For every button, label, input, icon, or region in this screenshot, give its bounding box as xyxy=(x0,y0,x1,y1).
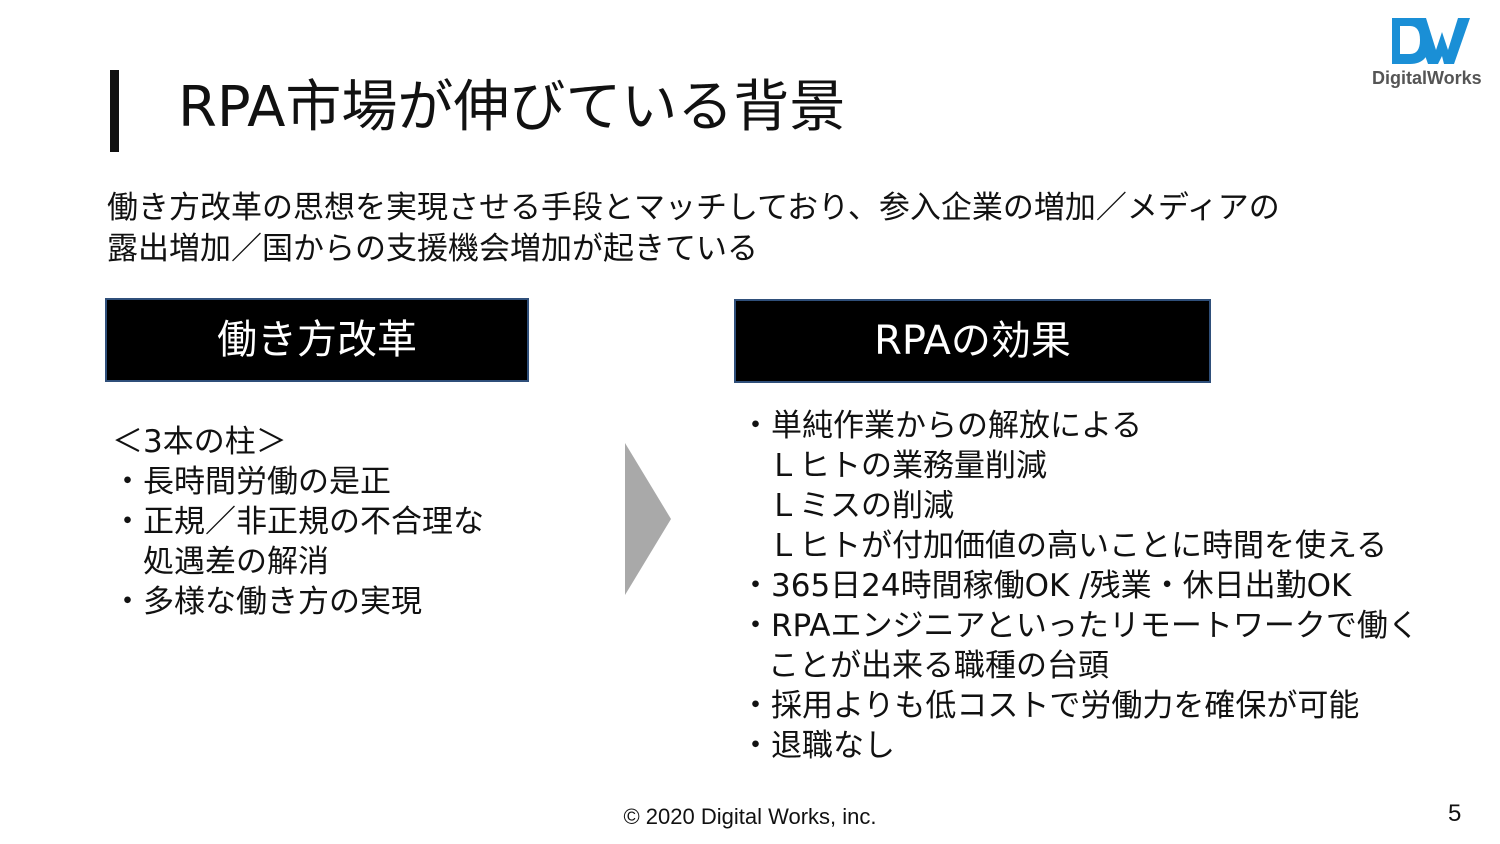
list-subitem: Ｌヒトが付加価値の高いことに時間を使える xyxy=(768,528,1388,564)
company-logo: DigitalWorks xyxy=(1372,16,1490,96)
list-subitem: Ｌヒトの業務量削減 xyxy=(768,448,1047,484)
reform-pillars-list: ＜3本の柱＞ ・長時間労働の是正 ・正規／非正規の不合理な 処遇差の解消 ・多様… xyxy=(112,422,484,622)
list-item: ・多様な働き方の実現 xyxy=(112,584,422,620)
list-item: ・単純作業からの解放による xyxy=(740,408,1143,444)
logo-text: DigitalWorks xyxy=(1372,68,1482,88)
rpa-effects-box: RPAの効果 xyxy=(734,299,1211,383)
subtitle-line: 働き方改革の思想を実現させる手段とマッチしており、参入企業の増加／メディアの xyxy=(107,190,1280,226)
logo-mark-icon xyxy=(1392,18,1470,64)
list-item: ・正規／非正規の不合理な xyxy=(112,504,484,540)
page-number: 5 xyxy=(1448,800,1462,827)
work-style-reform-box: 働き方改革 xyxy=(105,298,529,382)
slide-title: RPA市場が伸びている背景 xyxy=(178,75,846,140)
list-item: ・退職なし xyxy=(740,728,895,764)
subtitle-line: 露出増加／国からの支援機会増加が起きている xyxy=(107,231,758,267)
subtitle: 働き方改革の思想を実現させる手段とマッチしており、参入企業の増加／メディアの 露… xyxy=(107,188,1427,270)
list-item-continuation: ことが出来る職種の台頭 xyxy=(768,648,1109,684)
list-item: 処遇差の解消 xyxy=(112,544,329,580)
list-item: ・365日24時間稼働OK /残業・休日出勤OK xyxy=(740,568,1352,604)
list-item: ・RPAエンジニアといったリモートワークで働く xyxy=(740,608,1419,644)
chevron-right-icon xyxy=(625,443,671,595)
list-subitem: Ｌミスの削減 xyxy=(768,488,954,524)
list-item: ・採用よりも低コストで労働力を確保が可能 xyxy=(740,688,1360,724)
title-accent-bar xyxy=(110,70,119,152)
list-item: ・長時間労働の是正 xyxy=(112,464,391,500)
rpa-effects-list: ・単純作業からの解放による Ｌヒトの業務量削減 Ｌミスの削減 Ｌヒトが付加価値の… xyxy=(740,406,1419,766)
copyright-footer: © 2020 Digital Works, inc. xyxy=(623,804,877,829)
list-item: ＜3本の柱＞ xyxy=(112,424,287,460)
